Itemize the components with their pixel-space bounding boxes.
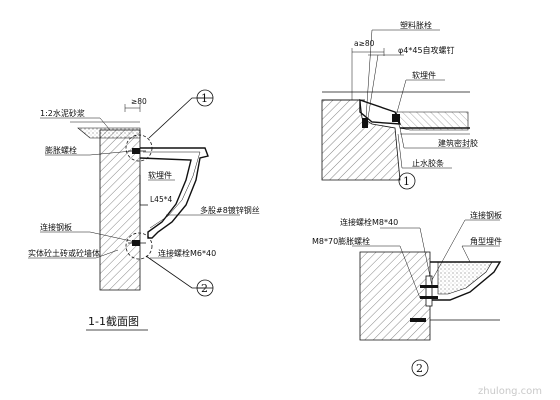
d1-label-soft-embed: 软埋件 bbox=[412, 70, 436, 80]
d1-label-water-stop: 止水胶条 bbox=[412, 158, 444, 168]
label-soft-embed: 软埋件 bbox=[148, 170, 172, 180]
label-connector-plate: 连接钢板 bbox=[40, 222, 72, 232]
callout-2-number: 2 bbox=[201, 282, 208, 295]
callout-1-number: 1 bbox=[201, 92, 208, 105]
label-dim-gte80: ≥80 bbox=[131, 97, 147, 106]
detail2-wall bbox=[359, 251, 431, 341]
label-expansion-bolt: 膨胀螺栓 bbox=[45, 145, 77, 155]
label-angle: L45*4 bbox=[150, 195, 172, 204]
detail-1 bbox=[321, 29, 470, 190]
detail-2 bbox=[352, 219, 502, 377]
d1-label-plastic-anchor: 塑料胀栓 bbox=[400, 20, 432, 30]
label-mortar: 1:2水泥砂浆 bbox=[40, 108, 85, 118]
watermark: zhulong.com bbox=[478, 386, 542, 397]
d2-label-angle-embed: 角型埋件 bbox=[470, 236, 502, 246]
d1-label-dim: a≥80 bbox=[354, 39, 375, 48]
label-steel-wire: 多股#8镀锌钢丝 bbox=[200, 205, 260, 215]
upper-slab bbox=[77, 127, 141, 139]
section-1-1 bbox=[28, 89, 240, 297]
detail2-number: 2 bbox=[416, 362, 423, 375]
d2-label-expansion-bolt: M8*70膨胀螺栓 bbox=[312, 236, 370, 246]
d1-label-self-tap: φ4*45自攻螺钉 bbox=[398, 45, 455, 55]
d2-label-conn-plate: 连接钢板 bbox=[470, 210, 502, 220]
detail1-number: 1 bbox=[403, 175, 410, 188]
basin-profile bbox=[139, 147, 209, 239]
label-wall: 实体砼土砖或砼墙体 bbox=[28, 248, 100, 258]
d2-label-conn-bolt: 连接螺栓M8*40 bbox=[340, 217, 398, 227]
section-title: 1-1截面图 bbox=[88, 314, 139, 328]
d1-label-sealant: 建筑密封胶 bbox=[438, 138, 478, 148]
label-conn-bolt: 连接螺栓M6*40 bbox=[158, 248, 216, 258]
